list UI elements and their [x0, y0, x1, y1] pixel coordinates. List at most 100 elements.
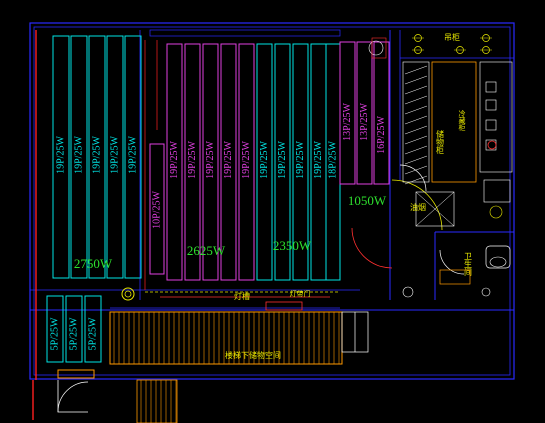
shelf-hatch-line [404, 105, 428, 115]
cabinet-outline [431, 61, 477, 183]
sink [483, 179, 511, 203]
shelf-hatch-line [404, 145, 428, 155]
stair-area: 楼梯下储物空间 [109, 311, 343, 423]
shelf-hatch-line [404, 135, 428, 145]
entry-step [136, 379, 178, 423]
burner-3 [485, 119, 497, 131]
top-right-label: 吊柜 [444, 32, 460, 42]
hood-label: 油烟 [410, 202, 426, 212]
plant-2 [489, 205, 503, 219]
rack-label-6: 10P/25W [151, 191, 162, 229]
top-beam [149, 29, 341, 37]
kitchen-door-swing [399, 164, 427, 192]
lamp-symbol-inner [124, 290, 132, 298]
rack-19 [373, 41, 390, 185]
rack-20 [46, 295, 64, 363]
shelf-hatch-line [404, 85, 428, 95]
rack-label-12: 19P/25W [259, 141, 270, 179]
vent-box [265, 301, 303, 311]
shelf-hatch-line [404, 115, 428, 125]
rack-7 [166, 43, 183, 281]
rack-label-17: 13P/25W [342, 103, 353, 141]
lamp-symbol [121, 287, 135, 301]
shelf-hatch-line [404, 75, 428, 85]
rack-9 [202, 43, 219, 281]
entry-steps [140, 380, 177, 423]
rack-10 [220, 43, 237, 281]
rack-label-21: 5P/25W [68, 317, 79, 350]
rack-6 [149, 143, 165, 275]
column-symbol [368, 40, 384, 56]
rack-label-3: 19P/25W [91, 136, 102, 174]
toilet-door-swing [439, 249, 465, 275]
rack-label-4: 19P/25W [109, 136, 120, 174]
toilet-fixture [485, 245, 511, 269]
rack-14 [292, 43, 309, 281]
counter [479, 61, 513, 173]
rack-12 [256, 43, 273, 281]
rack-label-16: 18P/25W [327, 141, 338, 179]
rack-label-9: 19P/25W [205, 141, 216, 179]
rack-layer: 19P/25W 19P/25W 19P/25W 19P/25W 19P/25W 10P/2… [46, 35, 390, 363]
zone-label-right: 1050W [348, 193, 387, 208]
shelf-hatch-line [404, 95, 428, 105]
zone-label-right-mid: 2350W [273, 238, 312, 253]
shelf-hatch [404, 65, 428, 185]
rack-13 [274, 43, 291, 281]
rack-2 [70, 35, 88, 279]
stair-label: 楼梯下储物空间 [225, 350, 281, 360]
rack-11 [238, 43, 255, 281]
rack-8 [184, 43, 201, 281]
shelf-hatch-line [404, 65, 428, 75]
rack-18 [356, 41, 373, 185]
light-strip: 灯槽 灯带门 [121, 287, 340, 311]
rack-label-2: 19P/25W [73, 136, 84, 174]
top-symbols [412, 34, 492, 54]
zone-label-left: 2750W [74, 256, 113, 271]
rack-22 [84, 295, 102, 363]
cabinet-sub-label: 冷藏柜 [458, 109, 466, 132]
doors [57, 164, 465, 413]
rack-5 [124, 35, 142, 279]
curved-wall [391, 179, 443, 231]
rack-4 [106, 35, 124, 279]
toilet-room: 卫生间 [402, 245, 511, 298]
zone-labels: 2750W 2625W 2350W 1050W [74, 193, 387, 271]
rack-3 [88, 35, 106, 279]
rack-17 [339, 41, 356, 185]
red-door-swing [351, 227, 393, 269]
rack-label-5: 19P/25W [127, 136, 138, 174]
light-note-label: 灯带门 [290, 289, 311, 298]
hood-cross-2 [415, 191, 455, 227]
rack-label-13: 19P/25W [277, 141, 288, 179]
hood-box [415, 191, 455, 227]
column-box [371, 37, 387, 59]
kitchen: 储物柜 冷藏柜 油烟 吊柜 [368, 32, 513, 227]
shelf-unit [402, 61, 430, 183]
toilet-bowl [489, 256, 507, 268]
plant-symbol [487, 140, 497, 150]
entry-threshold [57, 369, 95, 379]
burner-2 [485, 99, 497, 111]
rack-label-14: 19P/25W [295, 141, 306, 179]
rack-label-11: 19P/25W [241, 141, 252, 179]
rack-1 [52, 35, 70, 279]
toilet-label: 卫生间 [464, 252, 473, 277]
entry-door-swing [57, 381, 89, 413]
cabinet-label: 储物柜 [436, 129, 445, 155]
rack-label-7: 19P/25W [169, 141, 180, 179]
rack-label-10: 19P/25W [223, 141, 234, 179]
burner-1 [485, 81, 497, 93]
rack-label-22: 5P/25W [87, 317, 98, 350]
shelf-hatch-line [404, 155, 428, 165]
basin [439, 269, 471, 285]
shelf-hatch-line [404, 165, 428, 175]
drain-2 [481, 287, 491, 297]
shelf-hatch-line [404, 175, 428, 185]
stair-steps [113, 312, 340, 364]
outer-wall [29, 22, 515, 380]
rack-label-15: 19P/25W [313, 141, 324, 179]
lights-label: 灯槽 [234, 291, 250, 301]
drain-1 [402, 286, 414, 298]
